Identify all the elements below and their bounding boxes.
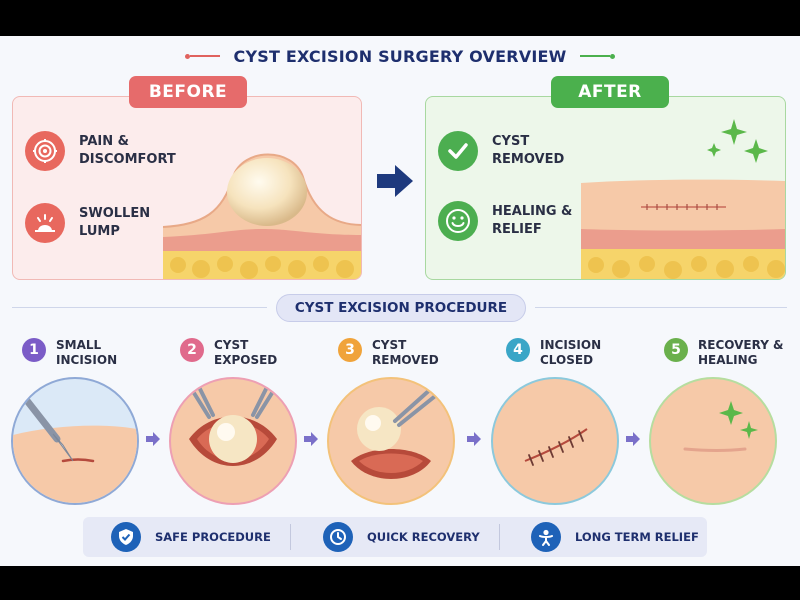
swollen-lump-icon [25,203,65,243]
smiley-face-icon [438,201,478,241]
clock-icon [323,522,353,552]
benefit-divider [499,524,500,550]
divider-right [535,307,787,308]
sparkle-icon [707,119,768,163]
before-badge: BEFORE [129,76,247,108]
step-number: 2 [180,338,204,362]
benefit-label: LONG TERM RELIEF [575,530,699,544]
step-2-illustration [169,377,297,505]
skin-with-cyst-illustration [163,153,361,279]
benefit-safe: SAFE PROCEDURE [111,517,271,557]
before-item-swollen: SWOLLEN LUMP [25,203,189,243]
after-item-healing: HEALING & RELIEF [438,201,602,241]
benefit-divider [290,524,291,550]
step-label: RECOVERY & HEALING [698,338,784,367]
step-4-header: 4 INCISION CLOSED [506,338,636,368]
healed-skin-illustration [581,179,785,279]
step-label: CYST EXPOSED [214,338,278,367]
sparkle-icon [719,401,758,439]
forceps-icon [187,381,279,419]
step-arrow-icon [626,432,640,446]
step-arrow-icon [467,432,481,446]
checkmark-icon [438,131,478,171]
step-3-illustration [327,377,455,505]
shield-check-icon [111,522,141,552]
step-1-header: 1 SMALL INCISION [22,338,152,368]
before-item-pain: PAIN & DISCOMFORT [25,131,189,171]
step-number: 4 [506,338,530,362]
step-4-illustration [491,377,619,505]
pain-target-icon [25,131,65,171]
infographic-canvas: CYST EXCISION SURGERY OVERVIEW [0,36,800,566]
title-row: CYST EXCISION SURGERY OVERVIEW [0,44,800,68]
arrow-right-icon [377,165,413,197]
divider-left [12,307,267,308]
step-number: 3 [338,338,362,362]
step-label: INCISION CLOSED [540,338,602,367]
procedure-heading: CYST EXCISION PROCEDURE [276,294,526,322]
person-icon [531,522,561,552]
title-deco-left [184,53,220,59]
scalpel-icon [17,389,74,462]
benefit-label: SAFE PROCEDURE [155,530,271,544]
step-arrow-icon [304,432,318,446]
page-title: CYST EXCISION SURGERY OVERVIEW [233,46,567,66]
after-item-label: HEALING & RELIEF [492,204,573,237]
tweezers-icon [393,385,441,427]
benefit-quick: QUICK RECOVERY [323,517,480,557]
after-panel: CYST REMOVED HEALING & RELIEF [425,96,786,280]
step-5-illustration [649,377,777,505]
step-number: 5 [664,338,688,362]
before-item-label: PAIN & DISCOMFORT [79,134,176,167]
after-badge: AFTER [551,76,669,108]
benefits-bar: SAFE PROCEDURE QUICK RECOVERY LONG TERM … [83,517,707,557]
title-deco-right [580,53,616,59]
step-2-header: 2 CYST EXPOSED [180,338,310,368]
step-number: 1 [22,338,46,362]
step-arrow-icon [146,432,160,446]
step-1-illustration [11,377,139,505]
before-panel: PAIN & DISCOMFORT SWOLLEN LUMP [12,96,362,280]
before-item-label: SWOLLEN LUMP [79,206,151,239]
step-label: CYST REMOVED [372,338,439,367]
step-label: SMALL INCISION [56,338,118,367]
after-item-cyst-removed: CYST REMOVED [438,131,602,171]
after-item-label: CYST REMOVED [492,134,565,167]
benefit-long-term: LONG TERM RELIEF [531,517,699,557]
step-5-header: 5 RECOVERY & HEALING [664,338,794,368]
benefit-label: QUICK RECOVERY [367,530,480,544]
step-3-header: 3 CYST REMOVED [338,338,468,368]
